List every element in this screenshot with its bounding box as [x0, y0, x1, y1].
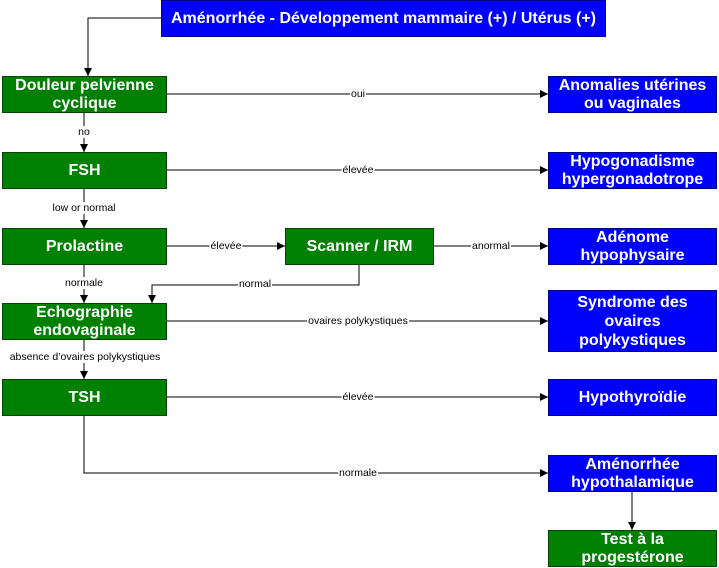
node-amenorrhee-hypothalamique: Aménorrhée hypothalamique: [548, 455, 717, 492]
edge-label-normal: normal: [237, 278, 273, 290]
node-amenorrhee-line: hypothalamique: [571, 473, 694, 491]
node-test-progesterone: Test à la progestérone: [548, 530, 717, 567]
edge-label-low-or-normal: low or normal: [51, 202, 117, 214]
edge-label-ovaires-polykystiques: ovaires polykystiques: [307, 315, 409, 327]
node-prolactine: Prolactine: [2, 228, 167, 265]
node-echographie-line: Echographie: [36, 303, 133, 321]
node-adenome: Adénome hypophysaire: [548, 228, 717, 265]
node-hypothyroidie-line: Hypothyroïdie: [578, 388, 687, 406]
node-anomalies-line: Anomalies utérines: [558, 76, 707, 94]
node-tsh: TSH: [2, 379, 167, 416]
node-adenome-line: hypophysaire: [580, 246, 685, 264]
node-tsh-line: TSH: [68, 388, 101, 406]
node-prolactine-line: Prolactine: [45, 237, 124, 255]
node-progesterone-line: Test à la: [601, 530, 664, 548]
node-sopk-line: Syndrome des: [577, 293, 688, 311]
connector-start-douleur: [84, 17, 161, 76]
node-douleur-line: cyclique: [52, 94, 117, 112]
node-echographie-line: endovaginale: [33, 321, 136, 339]
edge-label-anormal: anormal: [471, 240, 511, 252]
edge-label-prolactine-elevee: élevée: [209, 240, 243, 252]
node-fsh: FSH: [2, 152, 167, 189]
node-douleur-pelvienne: Douleur pelvienne cyclique: [2, 76, 167, 113]
node-douleur-line: Douleur pelvienne: [15, 76, 154, 94]
node-start: Aménorrhée - Développement mammaire (+) …: [161, 0, 606, 37]
connector-tsh-amenorrhee: [83, 416, 548, 477]
node-hypothyroidie: Hypothyroïdie: [548, 379, 717, 416]
node-hypogonadisme: Hypogonadisme hypergonadotrope: [548, 152, 717, 189]
edge-label-fsh-elevee: élevée: [341, 164, 375, 176]
edge-label-tsh-elevee: élevée: [341, 391, 375, 403]
node-amenorrhee-line: Aménorrhée: [585, 455, 680, 473]
edge-label-tsh-normale: normale: [338, 467, 378, 479]
edge-label-absence-ovaires: absence d’ovaires polykystiques: [8, 351, 162, 363]
node-syndrome-ovaires: Syndrome des ovaires polykystiques: [548, 290, 717, 352]
node-anomalies-line: ou vaginales: [584, 94, 681, 112]
node-anomalies: Anomalies utérines ou vaginales: [548, 76, 717, 113]
node-hypogonadisme-line: hypergonadotrope: [561, 170, 704, 188]
node-hypogonadisme-line: Hypogonadisme: [570, 152, 695, 170]
node-sopk-line: ovaires: [604, 312, 661, 330]
node-adenome-line: Adénome: [596, 228, 669, 246]
edge-label-oui: oui: [349, 88, 367, 100]
node-echographie: Echographie endovaginale: [2, 303, 167, 340]
edge-label-prolactine-normale: normale: [64, 277, 104, 289]
node-scanner-irm: Scanner / IRM: [285, 228, 434, 265]
node-progesterone-line: progestérone: [581, 548, 684, 566]
node-sopk-line: polykystiques: [579, 331, 686, 349]
node-scanner-line: Scanner / IRM: [306, 237, 413, 255]
node-start-line: Aménorrhée - Développement mammaire (+) …: [170, 9, 596, 27]
node-fsh-line: FSH: [68, 161, 101, 179]
edge-label-no: no: [77, 126, 91, 138]
